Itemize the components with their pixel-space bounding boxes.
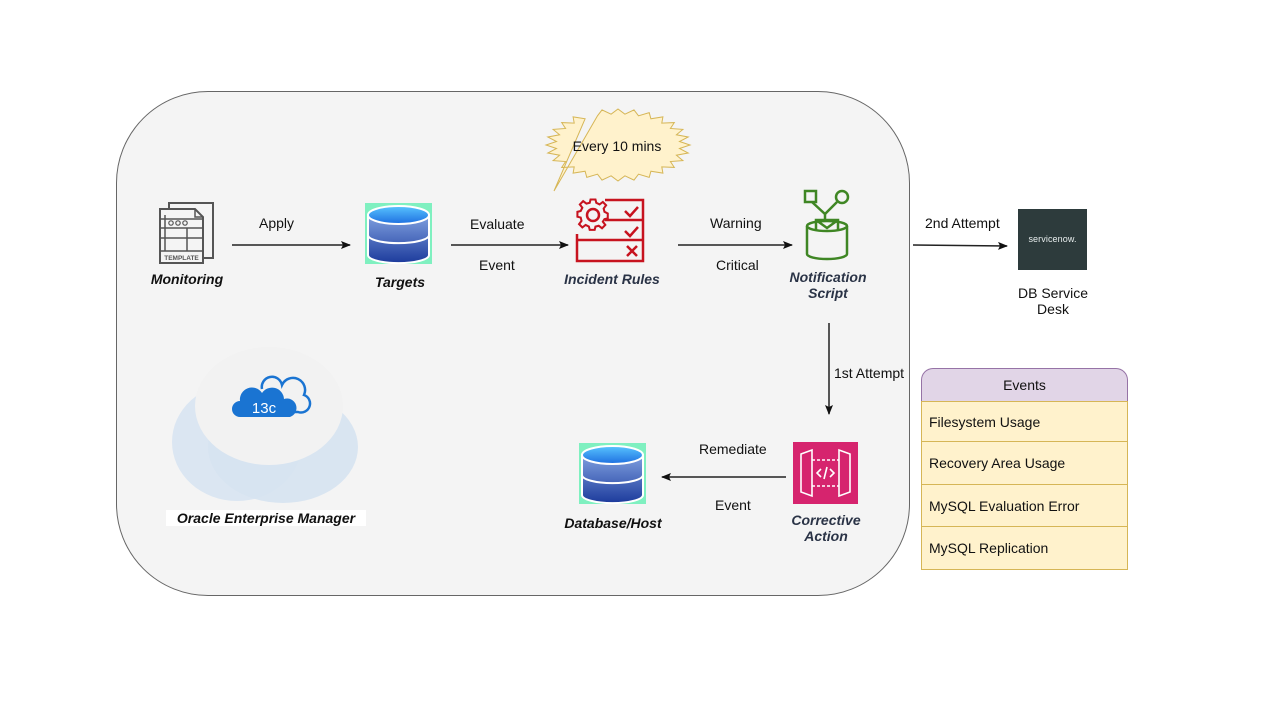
events-table-row: Filesystem Usage (921, 401, 1128, 442)
svg-text:TEMPLATE: TEMPLATE (164, 255, 199, 262)
incident-rules-label: Incident Rules (564, 271, 660, 287)
corrective-action-node[interactable] (793, 442, 858, 504)
notification-icon (803, 189, 850, 261)
cloud-icon: 13c (232, 375, 312, 417)
burst-callout-shape (544, 108, 692, 192)
critical-label: Critical (716, 257, 759, 273)
remediate-label: Remediate (699, 441, 767, 457)
remediate-event-label: Event (715, 497, 751, 513)
template-icon: TEMPLATE (159, 202, 214, 264)
bubble-text: Every 10 mins (572, 138, 662, 154)
oem-version-badge: 13c (252, 400, 277, 417)
warning-label: Warning (710, 215, 762, 231)
corrective-label-line2: Action (804, 528, 848, 544)
targets-label: Targets (374, 274, 426, 290)
database-icon (581, 445, 644, 505)
database-host-node[interactable] (579, 443, 646, 505)
monitoring-label: Monitoring (150, 271, 224, 287)
service-desk-label: DB Service Desk (1007, 285, 1099, 317)
corrective-label-line1: Corrective (791, 512, 861, 528)
targets-node[interactable] (365, 203, 432, 265)
servicenow-logo-text: servicenow. (1028, 234, 1077, 244)
service-desk-label-line2: Desk (1037, 301, 1069, 317)
notification-script-node[interactable] (802, 188, 854, 262)
monitoring-node[interactable]: TEMPLATE (157, 201, 217, 265)
database-host-label: Database/Host (564, 515, 662, 531)
notification-label-line1: Notification (789, 269, 867, 285)
notification-label-line2: Script (808, 285, 848, 301)
events-table-row: MySQL Evaluation Error (921, 485, 1128, 527)
events-table: Events Filesystem Usage Recovery Area Us… (921, 368, 1128, 570)
events-table-header: Events (921, 368, 1128, 401)
oem-logo: 13c (172, 347, 362, 505)
oem-label: Oracle Enterprise Manager (166, 510, 366, 526)
api-gateway-icon (800, 448, 851, 498)
apply-label: Apply (259, 215, 295, 231)
database-icon (367, 205, 430, 265)
rules-checklist-icon (575, 198, 645, 263)
corrective-action-label: Corrective Action (776, 512, 876, 544)
second-attempt-arrow (912, 241, 1008, 250)
service-desk-label-line1: DB Service (1017, 285, 1089, 301)
events-table-row: Recovery Area Usage (921, 442, 1128, 485)
servicenow-logo[interactable]: servicenow. (1018, 209, 1087, 270)
notification-script-label: Notification Script (778, 269, 878, 301)
events-table-row: MySQL Replication (921, 527, 1128, 570)
evaluate-label: Evaluate (470, 216, 525, 232)
evaluate-event-label: Event (479, 257, 515, 273)
first-attempt-label: 1st Attempt (834, 365, 905, 381)
incident-rules-node[interactable] (575, 198, 647, 263)
schedule-bubble: Every 10 mins (542, 103, 692, 193)
second-attempt-label: 2nd Attempt (925, 215, 1000, 231)
